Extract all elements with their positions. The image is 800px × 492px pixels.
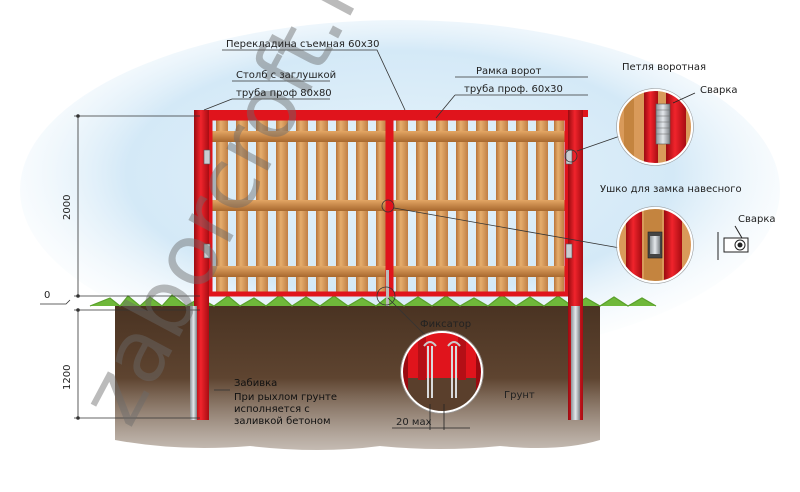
gap-label: 20 мах (396, 417, 432, 428)
hinge-detail (618, 90, 692, 164)
depth-dimension: 1200 (62, 365, 73, 390)
crossbar (196, 110, 588, 117)
crossbar-label: Перекладина съемная 60х30 (226, 39, 379, 50)
lock-marker (381, 199, 395, 213)
weld-label-2: Сварка (738, 214, 776, 225)
frame-label: Рамка ворот (476, 66, 542, 77)
loose-soil-label-1: При рыхлом грунте (234, 392, 337, 403)
frame-pipe-label: труба проф. 60х30 (464, 84, 563, 95)
hinge-label: Петля воротная (622, 62, 706, 73)
post-pipe-label: труба проф 80х80 (236, 88, 332, 99)
loose-soil-label-2: исполняется с (234, 404, 310, 415)
right-post-sleeve (571, 306, 580, 420)
hinge-marker (564, 149, 578, 163)
latch-label: Фиксатор (420, 319, 471, 330)
ground-label: Грунт (504, 390, 535, 401)
weld-label-1: Сварка (700, 85, 738, 96)
soil-section (115, 306, 600, 450)
zero-level-label: 0 (44, 290, 50, 301)
post-cap-label: Столб с заглушкой (236, 70, 336, 81)
weld-symbol (717, 225, 749, 260)
left-post-sleeve (190, 306, 197, 420)
height-dimension: 2000 (62, 195, 73, 220)
hinges (203, 149, 573, 259)
lock-ear-label: Ушко для замка навесного (600, 184, 742, 195)
lock-ear-detail (618, 208, 692, 282)
latch-marker (376, 286, 396, 306)
latch-rod (386, 270, 389, 306)
leader-lines (203, 49, 624, 391)
gap-dimension-line (392, 404, 470, 430)
left-post (194, 110, 209, 420)
dimension-lines (40, 115, 200, 419)
gate-frame (207, 115, 570, 297)
driving-label: Забивка (234, 378, 277, 389)
loose-soil-label-3: заливкой бетоном (234, 416, 331, 427)
